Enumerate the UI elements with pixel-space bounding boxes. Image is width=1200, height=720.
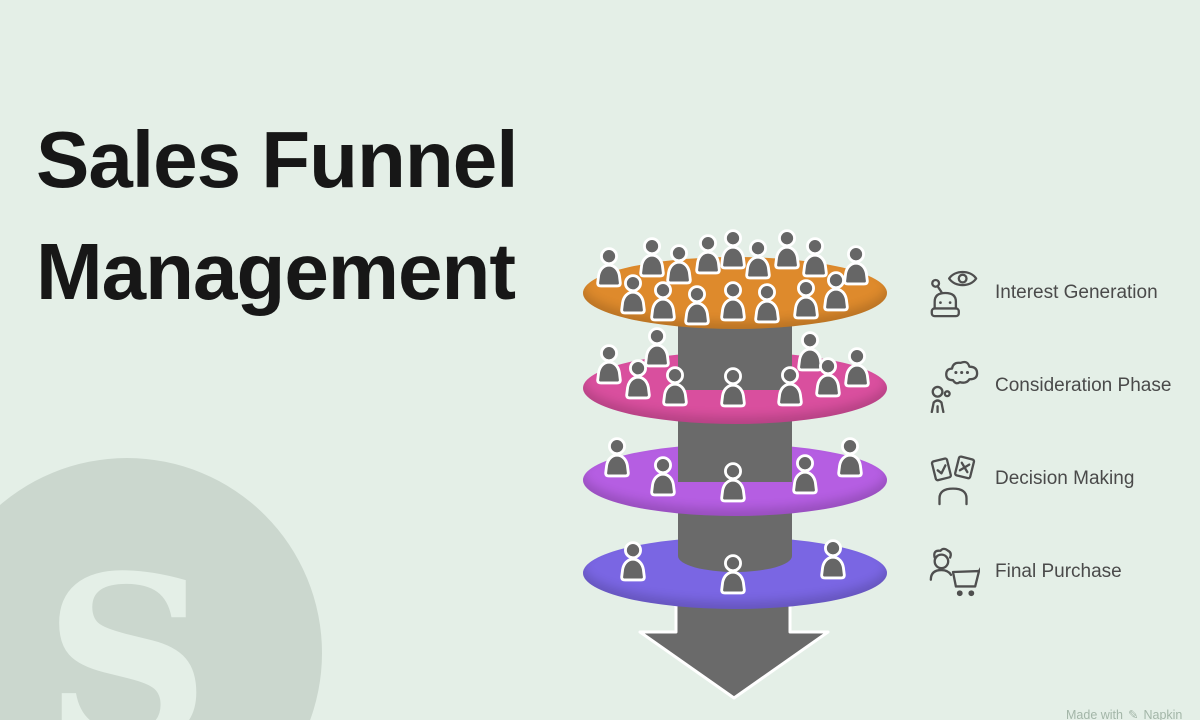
person-icon bbox=[840, 347, 874, 389]
person-icon bbox=[741, 239, 775, 281]
legend-row-consideration-phase: Consideration Phase bbox=[926, 357, 1200, 415]
person-icon bbox=[640, 327, 674, 369]
person-icon bbox=[716, 462, 750, 504]
legend-row-decision-making: Decision Making bbox=[926, 450, 1200, 508]
person-icon bbox=[616, 541, 650, 583]
person-icon bbox=[789, 279, 823, 321]
person-icon bbox=[592, 247, 626, 289]
person-icon bbox=[616, 274, 650, 316]
person-icon bbox=[646, 456, 680, 498]
title-line-2: Management bbox=[36, 227, 516, 316]
person-icon bbox=[658, 366, 692, 408]
person-icon bbox=[646, 281, 680, 323]
person-icon bbox=[662, 244, 696, 286]
person-icon bbox=[716, 554, 750, 596]
legend-row-final-purchase: Final Purchase bbox=[926, 543, 1200, 601]
person-icon bbox=[839, 245, 873, 287]
person-icon bbox=[798, 237, 832, 279]
person-icon bbox=[621, 359, 655, 401]
person-icon bbox=[691, 234, 725, 276]
title-line-1: Sales Funnel bbox=[36, 115, 518, 204]
legend-row-interest-generation: Interest Generation bbox=[926, 264, 1200, 322]
person-icon bbox=[592, 344, 626, 386]
person-icon bbox=[793, 331, 827, 373]
person-icon bbox=[680, 285, 714, 327]
watermark-letter: S bbox=[44, 526, 211, 720]
eye-over-person-icon bbox=[926, 266, 980, 320]
credit-prefix: Made with bbox=[1066, 707, 1123, 720]
person-icon bbox=[716, 367, 750, 409]
stage-label-final-purchase: Final Purchase bbox=[995, 561, 1122, 582]
person-thought-bubble-icon bbox=[926, 359, 980, 413]
person-icon bbox=[750, 283, 784, 325]
person-icon bbox=[819, 271, 853, 313]
napkin-credit: Made with ✎ Napkin bbox=[1066, 707, 1182, 720]
stage-label-interest-generation: Interest Generation bbox=[995, 282, 1158, 303]
person-icon bbox=[816, 539, 850, 581]
funnel-diagram bbox=[581, 229, 889, 710]
person-shopping-cart-icon bbox=[926, 545, 980, 599]
person-icon bbox=[833, 437, 867, 479]
person-icon bbox=[811, 357, 845, 399]
check-cross-ballots-icon bbox=[926, 452, 980, 506]
credit-brand: Napkin bbox=[1143, 707, 1183, 720]
person-icon bbox=[770, 229, 804, 271]
person-icon bbox=[788, 454, 822, 496]
person-icon bbox=[716, 229, 750, 271]
people-layer bbox=[581, 229, 889, 710]
page-title: Sales Funnel Management bbox=[36, 104, 518, 328]
pen-icon: ✎ bbox=[1127, 708, 1139, 720]
person-icon bbox=[716, 281, 750, 323]
person-icon bbox=[773, 366, 807, 408]
person-icon bbox=[635, 237, 669, 279]
brand-watermark-circle: S bbox=[0, 458, 322, 720]
person-icon bbox=[600, 437, 634, 479]
stage-label-decision-making: Decision Making bbox=[995, 468, 1135, 489]
stage-label-consideration-phase: Consideration Phase bbox=[995, 375, 1172, 396]
